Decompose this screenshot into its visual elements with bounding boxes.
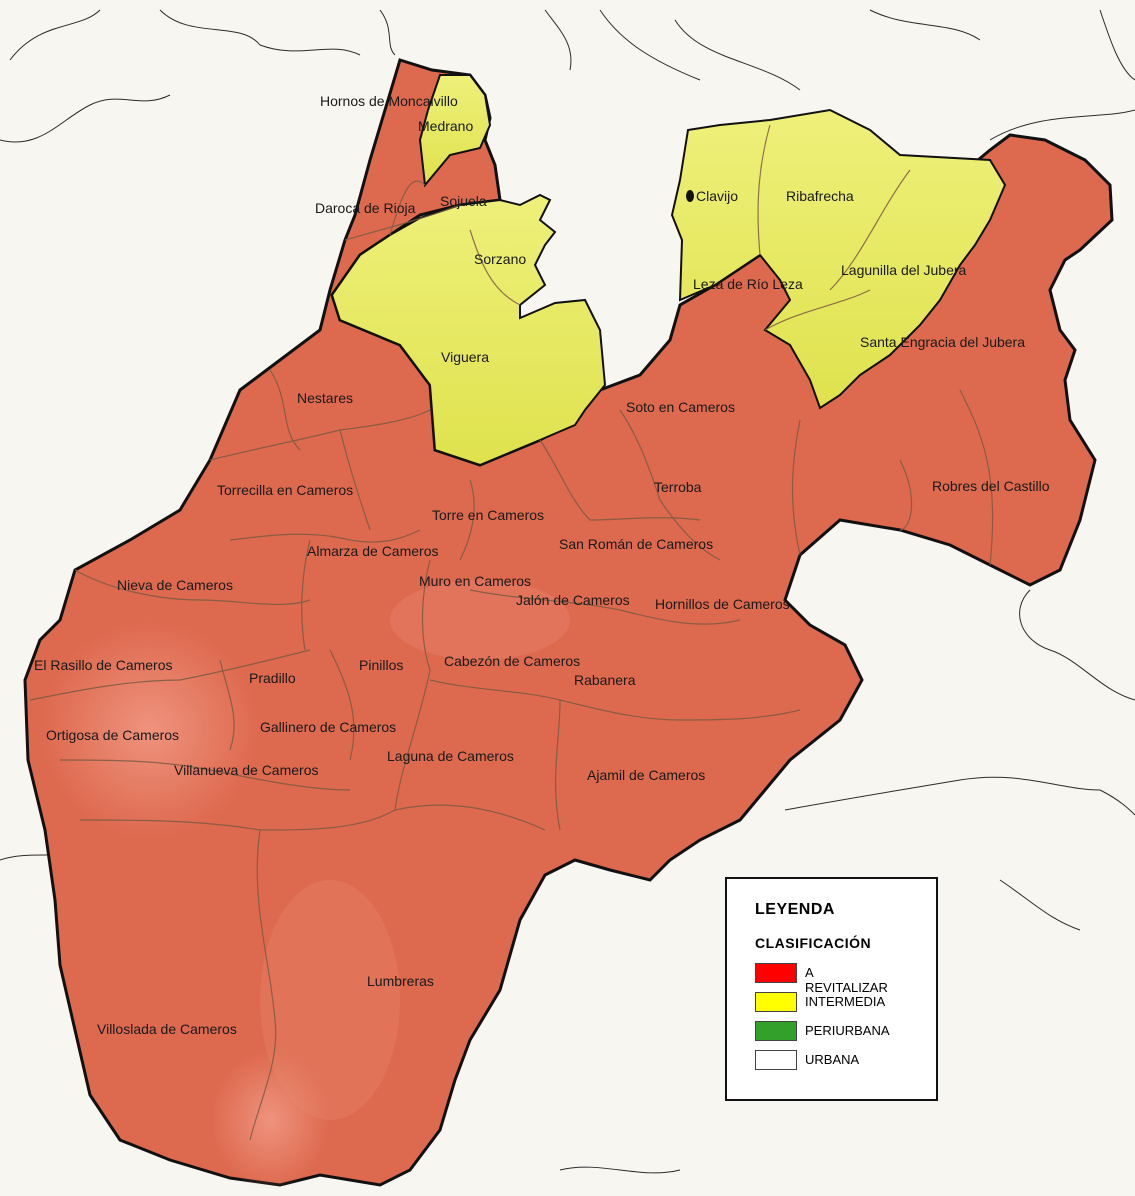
label-san-roman: San Román de Cameros: [559, 536, 714, 552]
region-intermedia: [330, 74, 1007, 467]
label-hornos: Hornos de Moncalvillo: [320, 93, 458, 109]
label-pinillos: Pinillos: [359, 657, 404, 673]
legend-swatch-white: [755, 1050, 797, 1070]
label-ribafrecha: Ribafrecha: [786, 188, 854, 204]
label-soto: Soto en Cameros: [626, 399, 735, 415]
medrano-area: [418, 74, 492, 188]
legend-swatch-yellow: [755, 992, 797, 1012]
label-hornillos: Hornillos de Cameros: [655, 596, 790, 612]
label-villanueva: Villanueva de Cameros: [174, 762, 319, 778]
label-jalon: Jalón de Cameros: [516, 592, 630, 608]
legend-label: INTERMEDIA: [805, 994, 886, 1009]
legend-label: A REVITALIZAR: [805, 965, 888, 995]
label-santa-engracia: Santa Engracia del Jubera: [860, 334, 1025, 350]
label-clavijo: Clavijo: [696, 188, 739, 204]
label-villoslada: Villoslada de Cameros: [97, 1021, 237, 1037]
legend-swatch-red: [755, 963, 797, 983]
label-nieva: Nieva de Cameros: [117, 577, 233, 593]
legend-label: URBANA: [805, 1052, 860, 1067]
label-almarza: Almarza de Cameros: [307, 543, 439, 559]
label-medrano: Medrano: [418, 118, 474, 134]
label-lumbreras: Lumbreras: [367, 973, 434, 989]
label-gallinero: Gallinero de Cameros: [260, 719, 397, 735]
label-rasillo: El Rasillo de Cameros: [34, 657, 173, 673]
clavijo-ribafrecha-area: [670, 108, 1007, 410]
label-leza: Leza de Río Leza: [693, 276, 803, 292]
label-cabezon: Cabezón de Cameros: [444, 653, 581, 669]
clavijo-marker: [686, 190, 694, 202]
label-nestares: Nestares: [297, 390, 354, 406]
label-ortigosa: Ortigosa de Cameros: [46, 727, 180, 743]
label-daroca: Daroca de Rioja: [315, 200, 416, 216]
label-ajamil: Ajamil de Cameros: [587, 767, 706, 783]
label-robres: Robres del Castillo: [932, 478, 1050, 494]
label-lagunilla: Lagunilla del Jubera: [841, 262, 967, 278]
label-sojuela: Sojuela: [440, 193, 487, 209]
map-legend: LEYENDA CLASIFICACIÓN A REVITALIZAR INTE…: [725, 877, 938, 1101]
label-sorzano: Sorzano: [474, 251, 527, 267]
label-terroba: Terroba: [654, 479, 702, 495]
label-rabanera: Rabanera: [574, 672, 636, 688]
label-laguna: Laguna de Cameros: [387, 748, 514, 764]
legend-label: PERIURBANA: [805, 1023, 890, 1038]
legend-subtitle: CLASIFICACIÓN: [755, 935, 872, 951]
label-pradillo: Pradillo: [249, 670, 296, 686]
label-torrecilla: Torrecilla en Cameros: [217, 482, 354, 498]
legend-swatch-green: [755, 1021, 797, 1041]
municipal-boundaries: [29, 124, 994, 1141]
legend-title: LEYENDA: [755, 901, 835, 918]
label-torre: Torre en Cameros: [432, 507, 545, 523]
label-viguera: Viguera: [441, 349, 490, 365]
label-muro: Muro en Cameros: [419, 573, 532, 589]
